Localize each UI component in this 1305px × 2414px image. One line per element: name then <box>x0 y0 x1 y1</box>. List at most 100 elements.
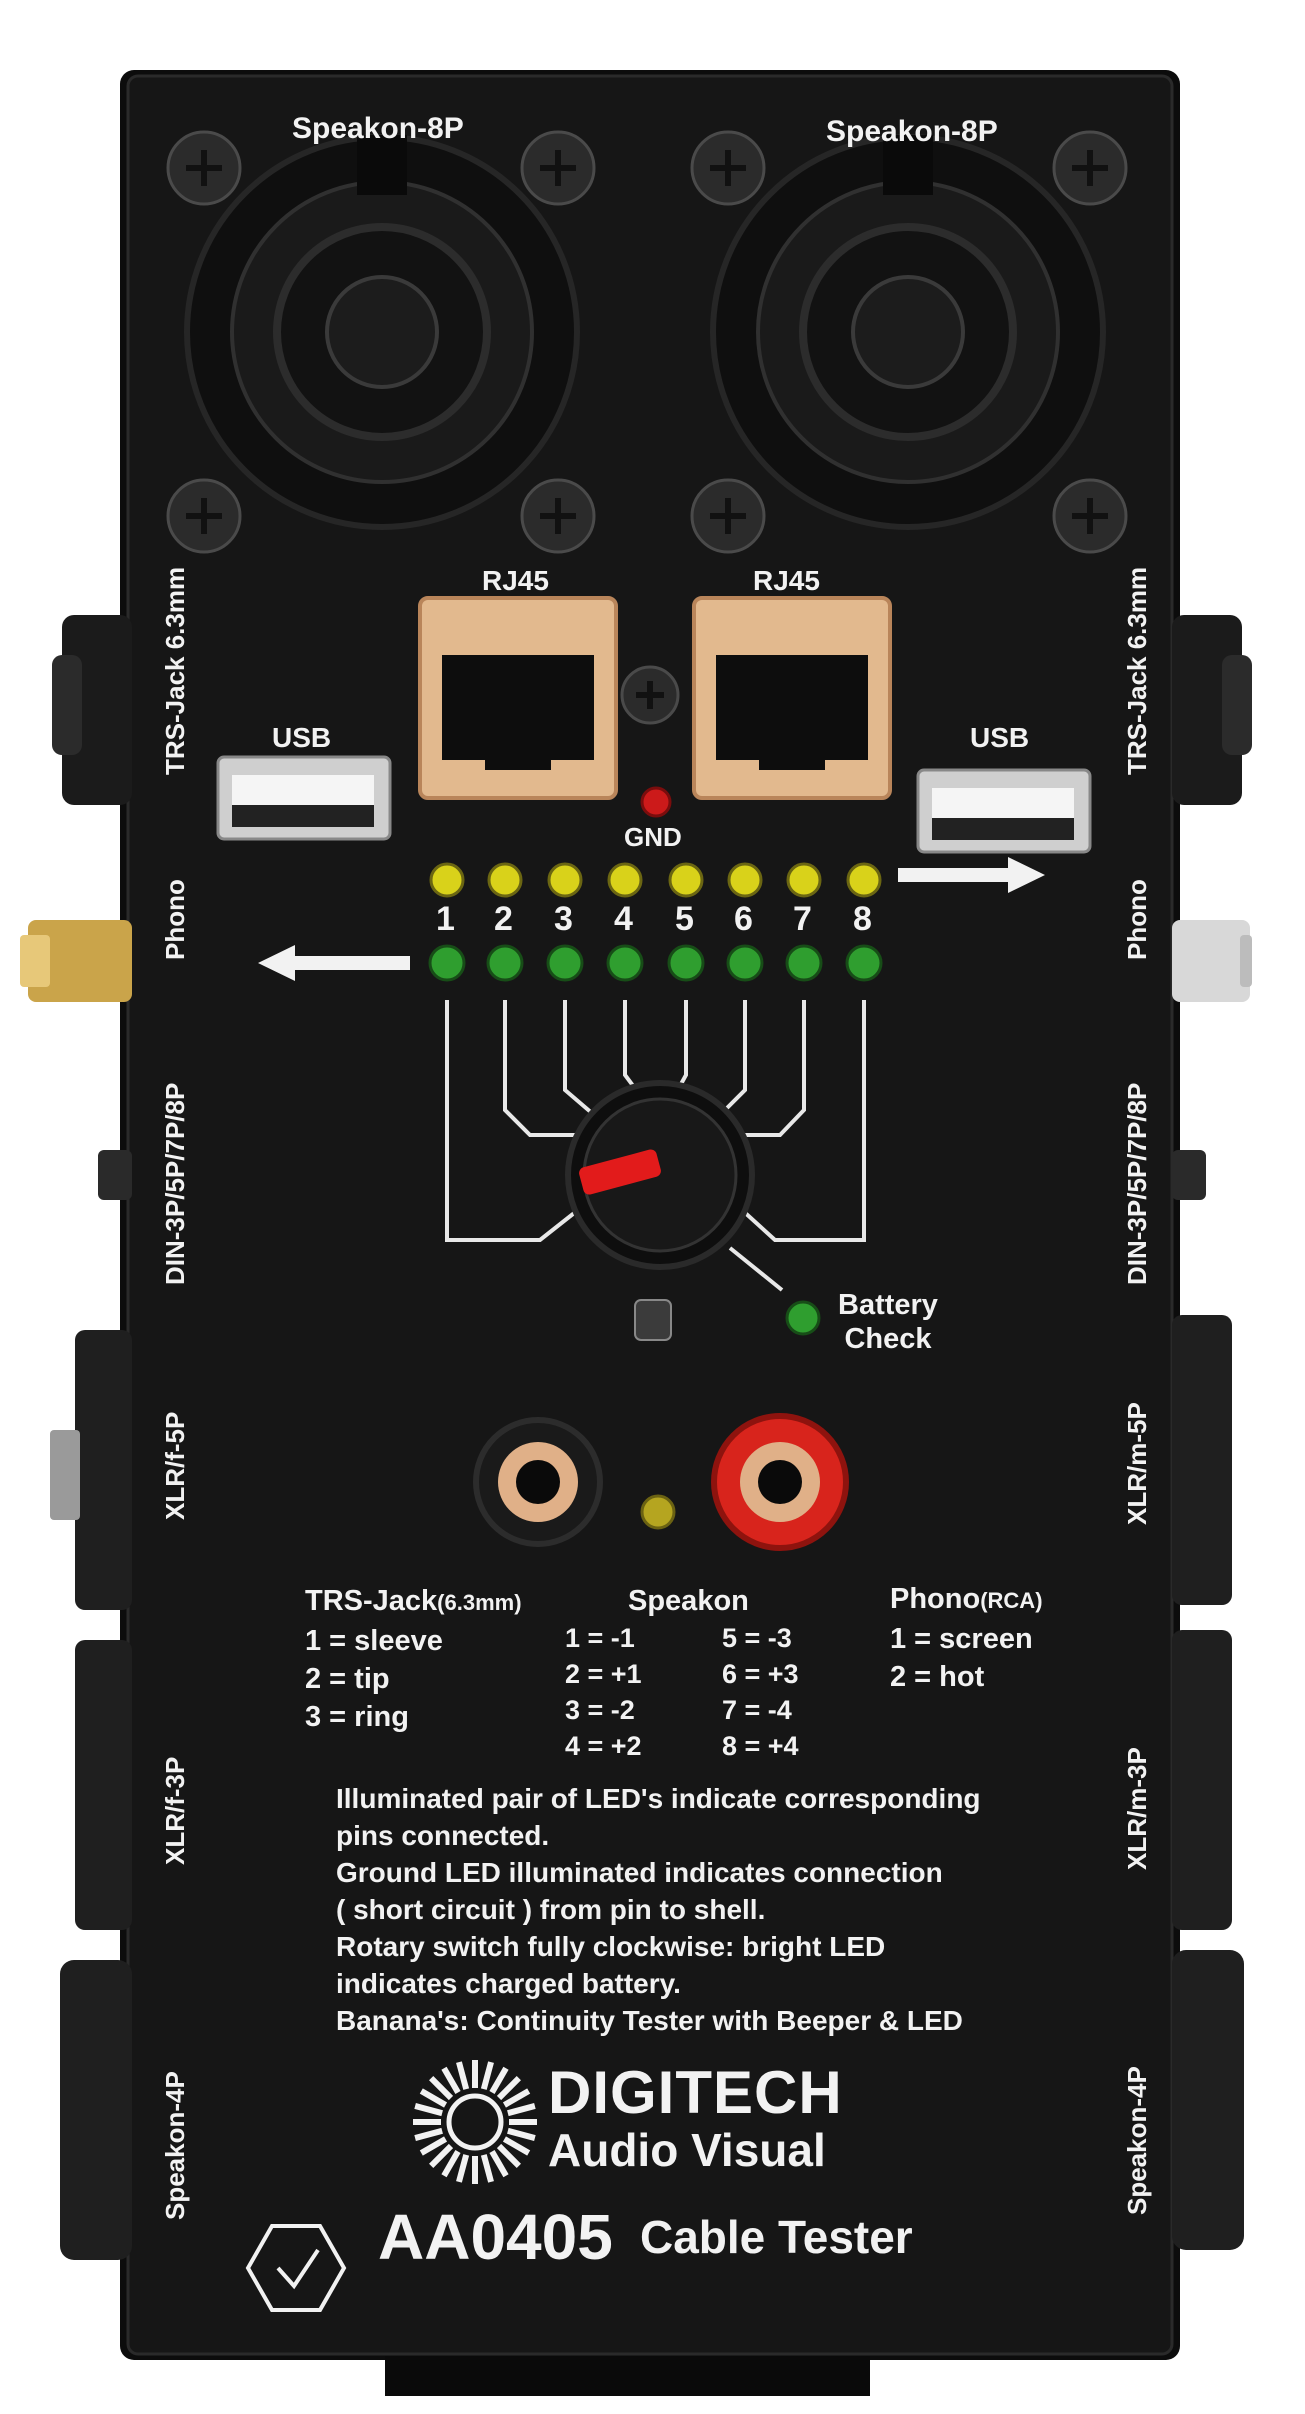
logo-ray <box>414 2103 443 2117</box>
product-name: Cable Tester <box>640 2211 913 2263</box>
logo-ray <box>489 2149 509 2178</box>
pin-number: 8 <box>853 900 872 938</box>
battery-pointer-line <box>728 1246 784 1292</box>
beeper <box>634 1299 672 1341</box>
side-label-right: XLR/m-3P <box>1122 1747 1152 1870</box>
phono-title: Phono <box>890 1583 981 1615</box>
trs-legend-line: 3 = ring <box>305 1701 409 1733</box>
pin-number: 1 <box>436 900 455 938</box>
yellow-led <box>668 862 704 898</box>
gnd-led <box>640 786 672 818</box>
logo-ray <box>507 2103 536 2117</box>
gnd-label: GND <box>624 822 682 852</box>
note-line: ( short circuit ) from pin to shell. <box>336 1894 766 1925</box>
battery-led <box>785 1300 821 1336</box>
rj45-socket-left <box>418 596 618 800</box>
right-din-jack <box>1172 1150 1206 1200</box>
instructions-text: Illuminated pair of LED's indicate corre… <box>336 1780 981 2039</box>
wire-line <box>740 1000 866 1242</box>
side-label-left: DIN-3P/5P/7P/8P <box>160 1082 190 1285</box>
speakon-legend-line: 4 = +2 <box>565 1731 642 1761</box>
rcm-compliance-icon <box>245 2224 347 2312</box>
left-xlr-f3 <box>75 1640 132 1930</box>
side-label-right: DIN-3P/5P/7P/8P <box>1122 1082 1152 1285</box>
green-led <box>486 944 524 982</box>
wire-line <box>445 1000 580 1242</box>
trs-legend-line: 1 = sleeve <box>305 1625 443 1657</box>
banana-socket-red[interactable] <box>711 1413 849 1551</box>
wire-line <box>563 1000 602 1122</box>
phono-legend-title: Phono(RCA) <box>890 1580 1043 1620</box>
yellow-led <box>607 862 643 898</box>
banana-socket-black[interactable] <box>473 1417 603 1547</box>
speakon-legend-line: 3 = -2 <box>565 1695 635 1725</box>
green-led <box>785 944 823 982</box>
phono-legend-line: 2 = hot <box>890 1661 985 1693</box>
speakon-8p-right <box>710 134 1106 530</box>
phono-title-small: (RCA) <box>980 1588 1043 1613</box>
pin-number: 2 <box>494 900 513 938</box>
logo-ray <box>480 2154 494 2183</box>
logo-ray <box>429 2076 454 2101</box>
speakon-legend-line: 5 = -3 <box>722 1623 792 1653</box>
logo-ray <box>429 2143 454 2168</box>
green-led <box>606 944 644 982</box>
speakon-label-left: Speakon-8P <box>292 112 464 145</box>
left-speakon-4p <box>60 1960 132 2260</box>
model-number: AA0405 <box>378 2201 613 2273</box>
pin-number: 4 <box>614 900 633 938</box>
brand-subtitle: Audio Visual <box>548 2124 826 2176</box>
yellow-led <box>786 862 822 898</box>
speakon-legend-title: Speakon <box>628 1585 749 1617</box>
speakon-label-right: Speakon-8P <box>826 115 998 148</box>
yellow-led-row <box>429 862 882 898</box>
right-phono-jack <box>1172 920 1252 1002</box>
arrow-right-icon <box>898 857 1045 893</box>
green-led <box>667 944 705 982</box>
side-label-right: XLR/m-5P <box>1122 1402 1152 1525</box>
logo-ray <box>480 2061 494 2090</box>
logo-ray <box>419 2088 448 2108</box>
note-line: Banana's: Continuity Tester with Beeper … <box>336 2005 963 2036</box>
right-trs-jack <box>1172 615 1252 805</box>
usb-port-left <box>216 755 392 841</box>
speakon-legend-left: 1 = -1 2 = +1 3 = -2 4 = +2 <box>565 1620 642 1764</box>
right-speakon-4p <box>1172 1950 1244 2250</box>
rotary-switch-knob[interactable] <box>565 1080 755 1270</box>
yellow-led <box>846 862 882 898</box>
pin-number: 3 <box>554 900 573 938</box>
trs-legend: TRS-Jack(6.3mm) 1 = sleeve 2 = tip 3 = r… <box>305 1582 522 1736</box>
yellow-led <box>487 862 523 898</box>
stand <box>385 2356 870 2396</box>
logo-ray <box>502 2136 531 2156</box>
digitech-logo-icon <box>413 2060 537 2184</box>
side-label-right: Phono <box>1122 879 1152 960</box>
note-line: indicates charged battery. <box>336 1968 681 1999</box>
speakon-legend-line: 1 = -1 <box>565 1623 635 1653</box>
speakon-legend-line: 7 = -4 <box>722 1695 792 1725</box>
logo-ray <box>496 2076 521 2101</box>
speakon-legend-line: 8 = +4 <box>722 1731 799 1761</box>
green-led-row <box>428 944 883 982</box>
pin-number: 5 <box>675 900 694 938</box>
left-phono-jack <box>20 920 132 1002</box>
note-line: Rotary switch fully clockwise: bright LE… <box>336 1931 886 1962</box>
arrow-left-icon <box>258 945 410 981</box>
usb-label-left: USB <box>272 722 332 753</box>
brand-name: DIGITECH <box>548 2059 843 2126</box>
note-line: pins connected. <box>336 1820 550 1851</box>
battery-label-line: Check <box>844 1323 932 1355</box>
usb-port-right <box>916 768 1092 854</box>
trs-title: TRS-Jack <box>305 1585 438 1617</box>
left-din-jack <box>98 1150 132 1200</box>
pin-number-row: 1 2 3 4 5 6 7 8 <box>0 900 1305 944</box>
side-label-left: XLR/f-3P <box>160 1756 190 1865</box>
trs-legend-title: TRS-Jack(6.3mm) <box>305 1582 522 1622</box>
continuity-led <box>640 1494 676 1530</box>
trs-title-small: (6.3mm) <box>437 1590 522 1615</box>
logo-ray <box>502 2088 531 2108</box>
logo-ray <box>414 2127 443 2141</box>
green-led <box>845 944 883 982</box>
speakon-legend-line: 2 = +1 <box>565 1659 642 1689</box>
speakon-legend-line: 6 = +3 <box>722 1659 799 1689</box>
